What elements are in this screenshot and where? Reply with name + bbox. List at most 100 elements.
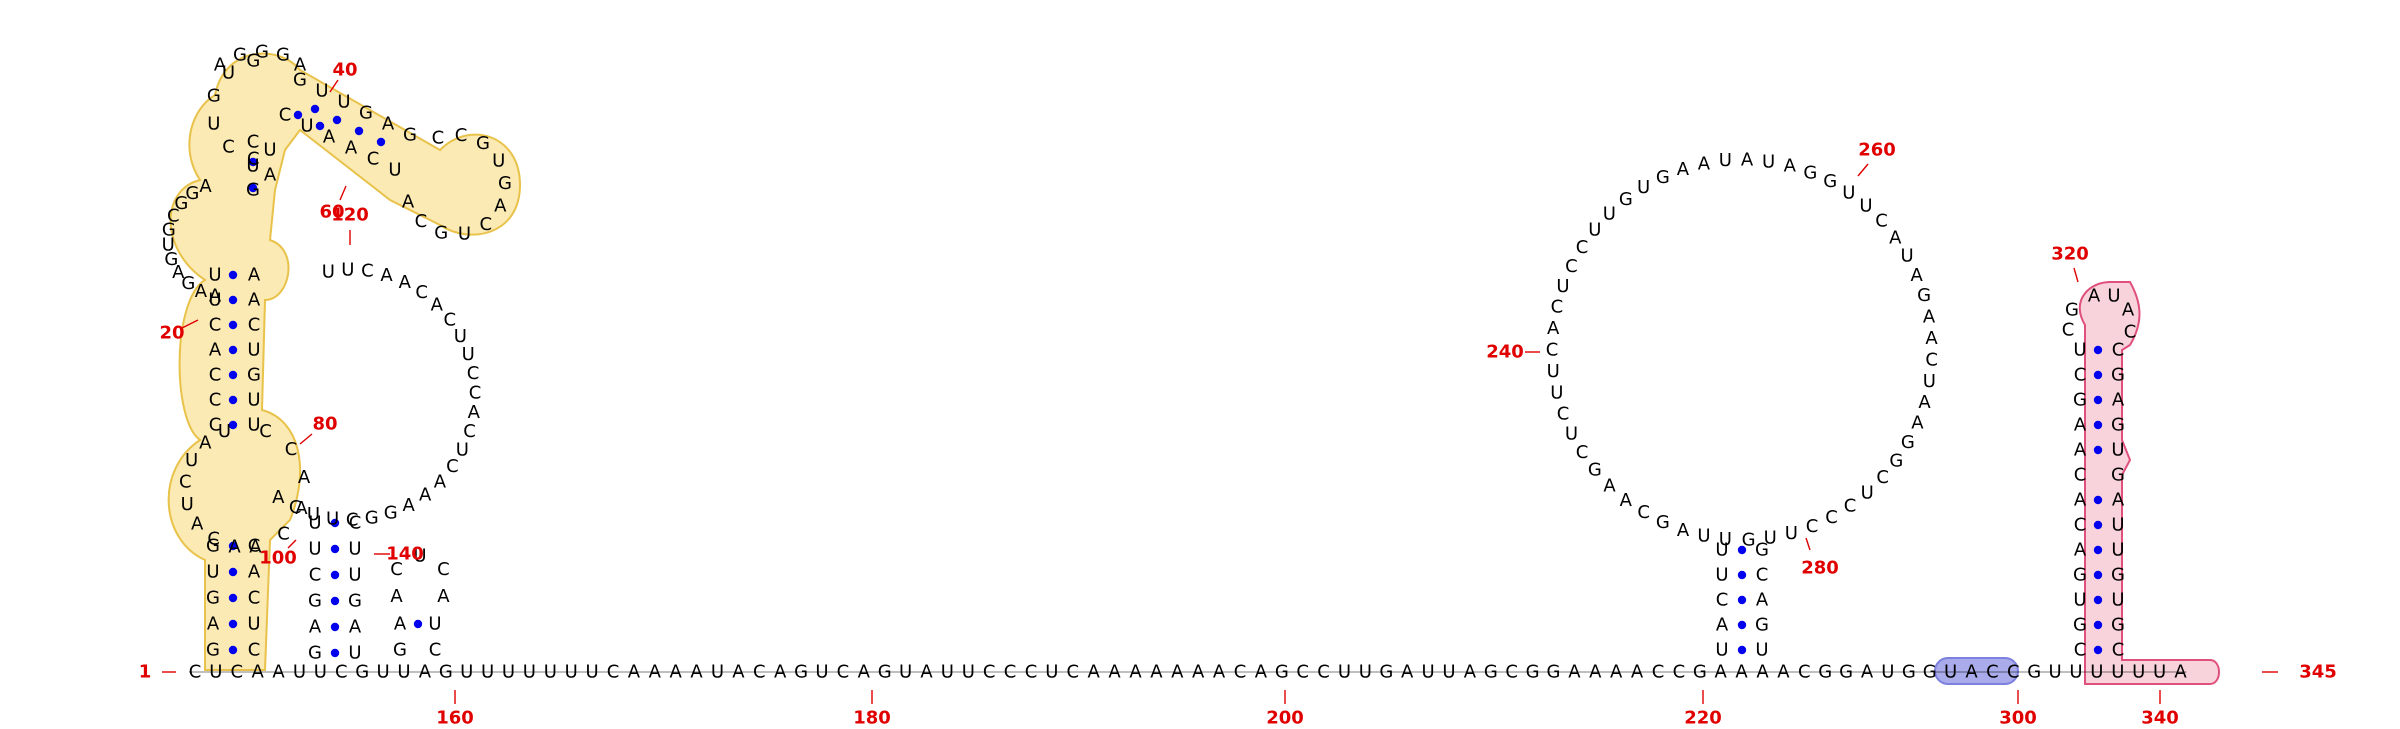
right-large-loop: A: [1698, 153, 1711, 174]
right-top-loop: G: [476, 133, 490, 154]
left-upper-stem: U: [208, 265, 221, 286]
left-internal-loop: C: [179, 472, 192, 493]
backbone-nucleotide: U: [544, 662, 557, 683]
third-stem-5p: A: [2074, 490, 2087, 511]
base-pair-dot: [2093, 595, 2103, 605]
right-large-loop: U: [1697, 526, 1710, 547]
left-stem-5p: G: [206, 588, 220, 609]
left-upper-stem-partner: A: [248, 265, 261, 286]
top-loop: A: [214, 55, 227, 76]
backbone-nucleotide: G: [878, 662, 892, 683]
backbone-nucleotide: U: [815, 662, 828, 683]
backbone-nucleotide: C: [2007, 662, 2020, 683]
small-stem-a: G: [308, 643, 322, 664]
left-upper-stem: C: [209, 415, 222, 436]
base-pair-dot: [330, 518, 340, 528]
base-pair-dot: [330, 570, 340, 580]
left-stem-5p: U: [206, 562, 219, 583]
right-large-loop: C: [1844, 496, 1857, 517]
diagonal-stem-a: A: [382, 114, 395, 135]
right-large-loop: U: [1764, 527, 1777, 548]
backbone-nucleotide: U: [565, 662, 578, 683]
backbone-nucleotide: A: [272, 662, 285, 683]
backbone-nucleotide: C: [231, 662, 244, 683]
backbone-nucleotide: G: [1275, 662, 1289, 683]
left-upper-stem-partner: U: [247, 390, 260, 411]
third-stem-5p: G: [2073, 390, 2087, 411]
backbone-nucleotide: U: [962, 662, 975, 683]
backbone-nucleotide: C: [1986, 662, 1999, 683]
backbone-nucleotide: C: [837, 662, 850, 683]
large-multiloop: U: [456, 439, 469, 460]
right-large-loop: A: [1547, 318, 1560, 339]
right-large-loop: A: [1620, 490, 1633, 511]
backbone-nucleotide: U: [2049, 662, 2062, 683]
tiny-hairpin-loop: U: [413, 546, 426, 567]
large-multiloop: A: [419, 484, 432, 505]
base-pair-dot: [330, 648, 340, 658]
third-stem-5p: C: [2074, 515, 2087, 536]
backbone-nucleotide: C: [1798, 662, 1811, 683]
right-large-loop: C: [1825, 507, 1838, 528]
base-pair-dot: [2093, 420, 2103, 430]
right-stem-5p: C: [1716, 590, 1729, 611]
backbone-nucleotide: C: [983, 662, 996, 683]
backbone-nucleotide: G: [1923, 662, 1937, 683]
tiny-hairpin: G: [393, 640, 407, 661]
third-stem-3p: U: [2111, 590, 2124, 611]
left-internal-loop: U: [181, 494, 194, 515]
backbone-nucleotide: G: [1693, 662, 1707, 683]
highlight-pink-region: [2078, 281, 2220, 685]
base-pair-dot: [330, 596, 340, 606]
backbone-nucleotide: U: [523, 662, 536, 683]
right-large-loop: U: [1637, 177, 1650, 198]
right-large-loop: G: [1656, 167, 1670, 188]
backbone-nucleotide: A: [1255, 662, 1268, 683]
backbone-nucleotide: U: [481, 662, 494, 683]
top-loop: U: [207, 113, 220, 134]
position-label-345: 345: [2299, 662, 2337, 683]
left-stem-5p: G: [206, 640, 220, 661]
large-multiloop: A: [380, 265, 393, 286]
base-pair-dot: [228, 295, 238, 305]
large-multiloop: C: [463, 421, 476, 442]
base-pair-dot: [2093, 370, 2103, 380]
upper-column: C: [247, 132, 260, 153]
position-label-40: 40: [332, 60, 357, 81]
base-pair-dot: [1737, 570, 1747, 580]
right-large-loop: U: [1588, 219, 1601, 240]
small-stem-a: U: [308, 539, 321, 560]
left-internal-loop-right: A: [295, 498, 308, 519]
right-stem-5p: U: [1715, 540, 1728, 561]
backbone-nucleotide: C: [1025, 662, 1038, 683]
base-pair-dot: [2093, 345, 2103, 355]
backbone-nucleotide: A: [1464, 662, 1477, 683]
backbone-nucleotide: C: [1234, 662, 1247, 683]
base-pair-dot: [1737, 595, 1747, 605]
third-stem-3p: C: [2112, 640, 2125, 661]
right-top-loop: U: [458, 224, 471, 245]
backbone-nucleotide: G: [1379, 662, 1393, 683]
base-pair-layer: [189, 104, 2187, 673]
third-stem-5p: A: [2074, 440, 2087, 461]
backbone-nucleotide: U: [502, 662, 515, 683]
backbone-nucleotide: A: [252, 662, 265, 683]
left-upper-stem-partner: U: [247, 340, 260, 361]
right-large-loop: U: [1901, 246, 1914, 267]
position-label-20: 20: [159, 323, 184, 344]
backbone-nucleotide: U: [2111, 662, 2124, 683]
position-tick: [2073, 267, 2079, 283]
large-multiloop: U: [462, 344, 475, 365]
base-pair-dot: [310, 104, 320, 114]
third-loop: C: [2124, 322, 2137, 343]
third-stem-5p: A: [2074, 540, 2087, 561]
position-label-100: 100: [259, 548, 297, 569]
backbone-nucleotide: G: [1902, 662, 1916, 683]
base-pair-dot: [330, 622, 340, 632]
right-top-loop: C: [480, 214, 493, 235]
right-large-loop: C: [1806, 516, 1819, 537]
top-loop: C: [222, 137, 235, 158]
right-top-loop: G: [434, 223, 448, 244]
third-loop: C: [2062, 320, 2075, 341]
position-tick: [287, 539, 297, 549]
